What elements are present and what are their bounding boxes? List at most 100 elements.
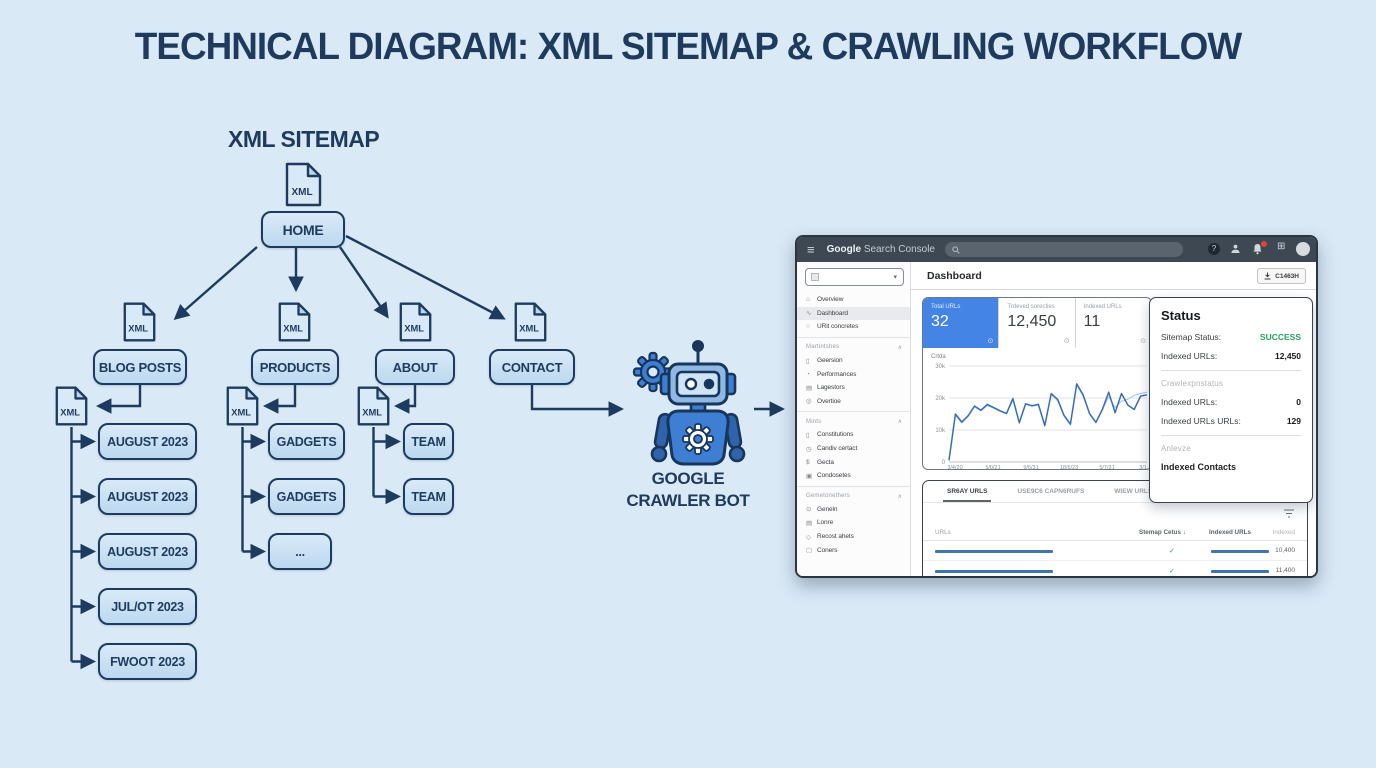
svg-text:9/6/31: 9/6/31 [1023,465,1038,470]
node-about: ABOUT [375,349,455,385]
stat-card-total-urls[interactable]: Total URLs 32 ⊙ [923,298,1000,348]
google-crawler-bot-icon [632,340,746,466]
sidebar-item[interactable]: ◇ Recost ahets [806,533,854,541]
sidebar-item[interactable]: ▤ Lagestors [806,384,845,392]
search-input[interactable] [945,242,1183,257]
xml-badge: XML [291,187,312,198]
svg-text:3/1: 3/1 [1139,465,1147,470]
node-contact: CONTACT [489,349,575,385]
svg-text:30k: 30k [935,364,946,370]
rows-icon: ▤ [806,384,813,392]
sidebar: ▾ ⌂ Overview ∿ Dashboard ○ URit concrete… [797,262,911,576]
property-selector[interactable]: ▾ [805,268,904,286]
sidebar-section-1[interactable]: Martintshes ∧ [806,344,902,351]
divider [1161,370,1301,371]
search-icon: ○ [806,323,810,331]
sidebar-item[interactable]: ◔ Performances [806,370,857,378]
table-row[interactable]: ✓ 11,400 [923,561,1307,576]
xml-file-icon-about: XML [399,302,432,342]
sidebar-item-overview[interactable]: ⌂ Overview [806,296,844,304]
xml-badge: XML [362,407,382,417]
svg-text:20k: 20k [935,396,946,402]
svg-text:10k: 10k [935,428,946,434]
leaf-node: AUGUST 2023 [98,423,197,460]
crawler-label-line2: CRAWLER BOT [626,491,750,511]
leaf-node: ... [268,533,332,570]
divider [1161,435,1301,436]
xml-file-icon-blog: XML [123,302,156,342]
sortable-column-status[interactable]: Stemap Cetus ↓ [1139,529,1186,536]
chevron-up-icon: ∧ [897,419,902,426]
leaf-node: TEAM [403,478,454,515]
target-icon: ⊙ [987,338,994,345]
doc-icon: ▯ [806,431,810,439]
node-home: HOME [261,211,345,248]
apps-grid-icon[interactable]: ⊞ [1277,241,1286,252]
square-icon: ▢ [806,547,813,555]
xml-badge: XML [404,323,424,333]
notification-badge [1260,240,1268,248]
sidebar-item[interactable]: $ Gecta [806,458,834,466]
sidebar-item[interactable]: ◷ Candiv certact [806,445,858,453]
xml-file-icon-about-sub: XML [357,386,390,426]
sidebar-item-url-inspection[interactable]: ○ URit concretes [806,323,859,331]
analyze-header: Anlevze [1161,444,1191,453]
sidebar-item[interactable]: ▯ Constitutions [806,431,854,439]
person-icon: ⊙ [806,506,812,514]
node-blog-posts: BLOG POSTS [93,349,187,385]
sidebar-item[interactable]: ⊙ Geneln [806,505,838,514]
overview-panel: Total URLs 32 ⊙ Trdeved sorecties 12,450… [922,297,1152,470]
notifications-bell-icon[interactable] [1252,243,1263,255]
xml-badge: XML [60,407,80,417]
xml-file-icon-root: XML [285,162,322,207]
xml-badge: XML [519,323,539,333]
sidebar-item[interactable]: ▤ Lonre [806,519,834,527]
dashboard-icon: ∿ [806,310,812,318]
sidebar-section-3[interactable]: Gemetonethers ∧ [806,493,902,500]
sort-arrow-icon: ↓ [1182,529,1186,536]
leaf-node: JUL/OT 2023 [98,588,197,625]
divider [797,485,910,487]
export-button[interactable]: C1463H [1257,268,1306,284]
stat-card-indexed[interactable]: Trdeved sorecties 12,450 ⊙ [999,298,1076,348]
hamburger-menu-icon[interactable]: ≡ [807,242,815,257]
svg-text:0: 0 [942,460,946,466]
chevron-up-icon: ∧ [897,493,902,500]
share-icon[interactable] [1230,244,1241,254]
page-title: TECHNICAL DIAGRAM: XML SITEMAP & CRAWLIN… [134,26,1242,68]
xml-badge: XML [231,407,251,417]
crawler-bot-label: GOOGLE CRAWLER BOT [608,468,768,512]
svg-text:18/6/23: 18/6/23 [1060,465,1078,470]
check-icon: ✓ [1169,568,1175,575]
sidebar-item[interactable]: ▣ Condosetes [806,472,851,480]
sidebar-item[interactable]: ▢ Coners [806,546,838,555]
sidebar-item-dashboard[interactable]: ∿ Dashboard [797,306,910,321]
svg-text:5/7/31: 5/7/31 [1099,465,1114,470]
target-icon: ⊙ [1140,338,1146,345]
sidebar-item[interactable]: ◎ Overtioe [806,397,841,406]
tab-view-urls[interactable]: WIEW URLS [1114,488,1153,495]
help-icon[interactable]: ? [1208,243,1220,255]
filter-icon[interactable] [1283,509,1295,519]
url-placeholder-bar [935,570,1053,573]
stat-card-indexed-urls[interactable]: Indexed URLs 11 ⊙ [1083,304,1146,345]
xml-file-icon-contact: XML [514,302,547,342]
avatar[interactable] [1296,242,1310,256]
success-badge: SUCCESS [1259,332,1301,342]
status-row-crawl-1: Indexed URLs: 0 [1161,397,1301,407]
tab-submitted-urls[interactable]: SR6AY URLS [942,481,992,502]
value-placeholder-bar [1211,550,1269,553]
leaf-node: GADGETS [268,478,345,515]
leaf-node: AUGUST 2023 [98,478,197,515]
divider [797,411,910,413]
sidebar-item[interactable]: ▯ Geersion [806,357,843,365]
sidebar-section-2[interactable]: Mints ∧ [806,418,902,426]
chevron-up-icon: ∧ [897,344,902,351]
status-row-indexed: Indexed URLs: 12,450 [1161,351,1301,361]
target-icon: ⊙ [1063,338,1070,345]
value-placeholder-bar [1211,570,1269,573]
table-row[interactable]: ✓ 10,400 [923,541,1307,561]
doc-icon: ▤ [806,519,813,527]
tab-usage[interactable]: USE9C6 CAPN6RUFS [1017,488,1085,495]
svg-text:3/4/20: 3/4/20 [947,465,962,470]
